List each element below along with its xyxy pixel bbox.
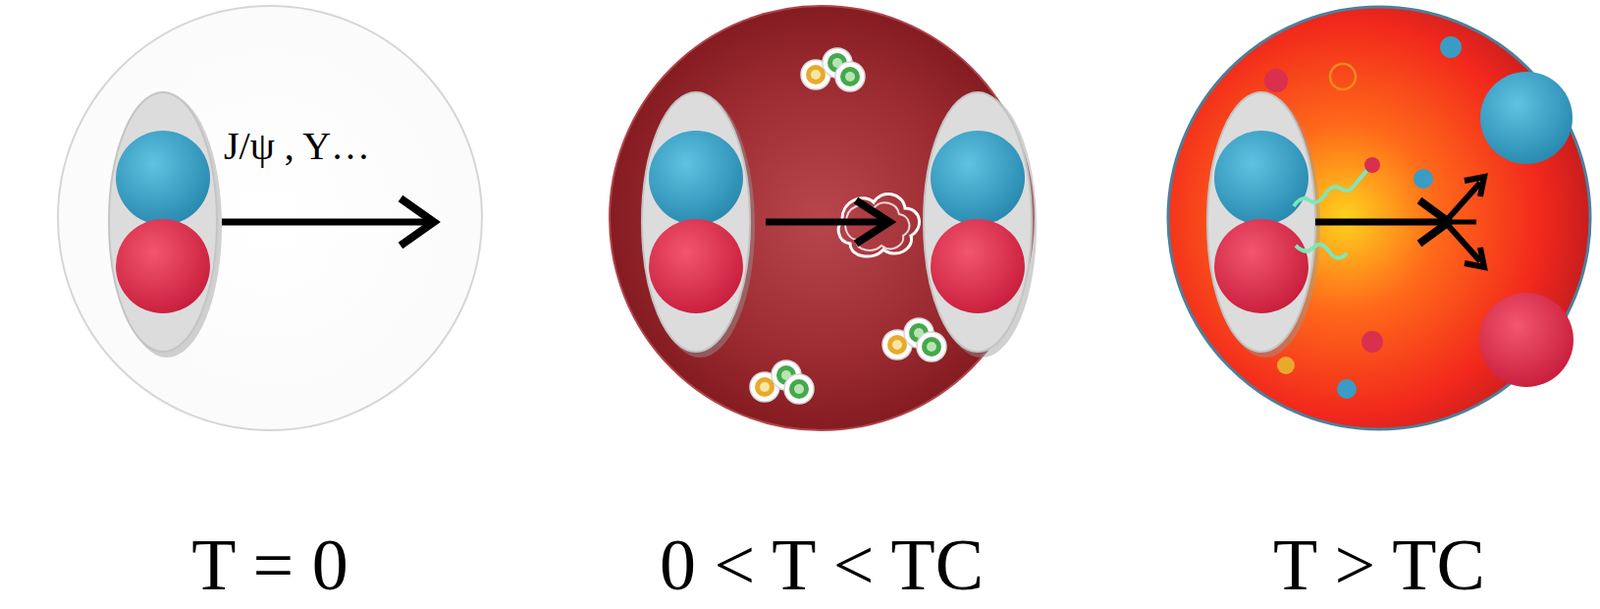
temperature-circle: 0 < T < TC [607, 3, 1036, 432]
particle-label: J/ψ , Υ… [223, 122, 371, 170]
temperature-label: T > TC [1269, 528, 1490, 601]
circle-outline [607, 3, 1036, 432]
circle-outline [55, 3, 484, 432]
temperature-label: 0 < T < TC [655, 528, 988, 601]
circle-outline [1165, 3, 1594, 432]
temperature-label: T = 0 [187, 528, 353, 601]
temperature-circle: J/ψ , Υ…T = 0 [55, 3, 484, 432]
temperature-circle: T > TC [1165, 3, 1594, 432]
